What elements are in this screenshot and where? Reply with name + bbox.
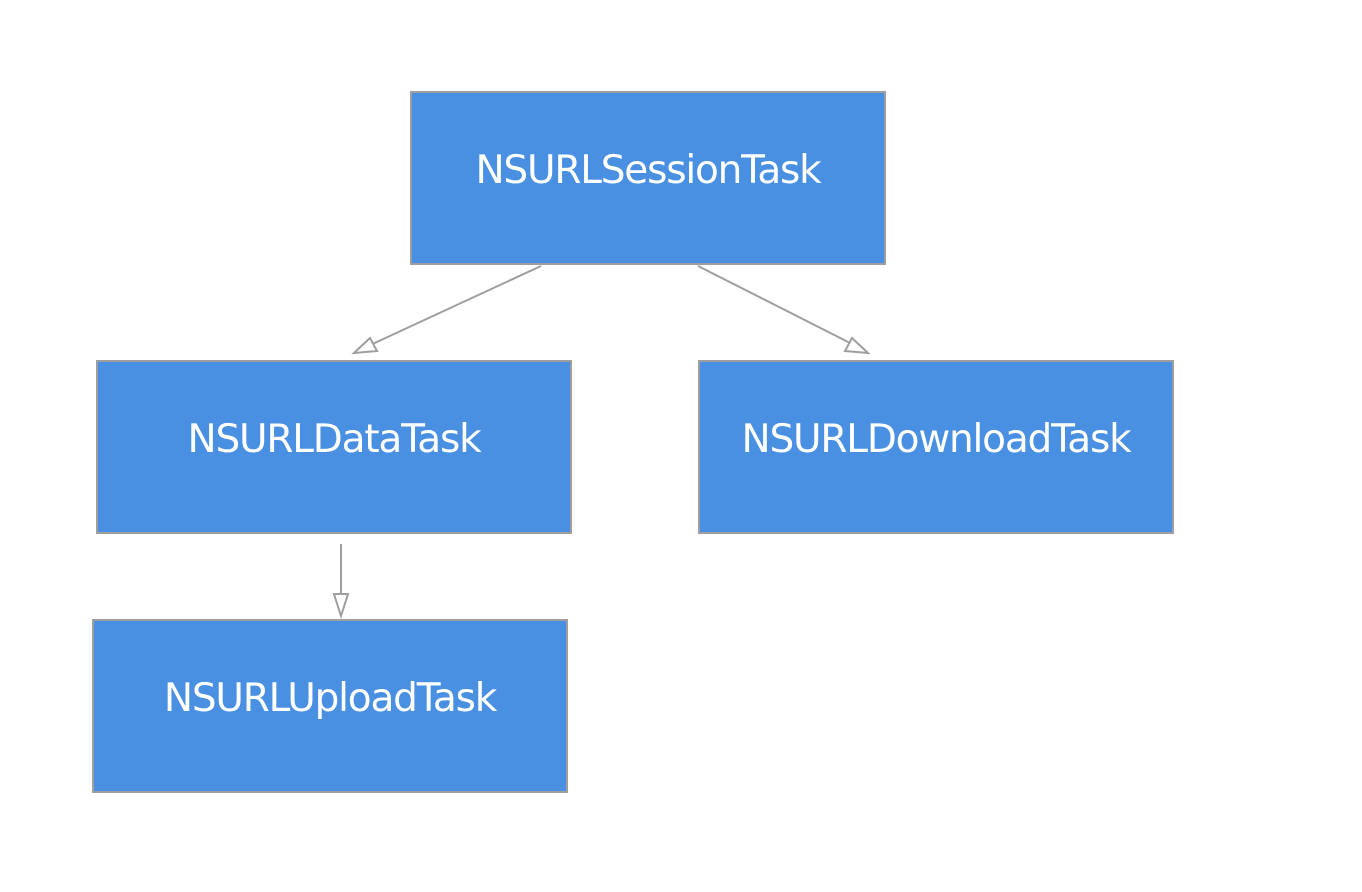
hollow-arrowhead-icon <box>843 336 871 355</box>
node-label: NSURLUploadTask <box>163 675 497 721</box>
hollow-arrowhead-icon <box>351 336 379 355</box>
node-nsurldatatask: NSURLDataTask <box>96 360 572 534</box>
edge-session-to-data <box>351 265 542 355</box>
edge-session-to-download <box>697 265 871 355</box>
node-nsurluploadtask: NSURLUploadTask <box>92 619 568 793</box>
node-label: NSURLDataTask <box>187 416 482 462</box>
node-nsurldownloadtask: NSURLDownloadTask <box>698 360 1174 534</box>
edge-data-to-upload <box>332 544 350 620</box>
hollow-arrowhead-icon <box>332 593 350 620</box>
node-nsurlsessiontask: NSURLSessionTask <box>410 91 886 265</box>
node-label: NSURLSessionTask <box>475 147 821 193</box>
node-label: NSURLDownloadTask <box>741 416 1132 462</box>
